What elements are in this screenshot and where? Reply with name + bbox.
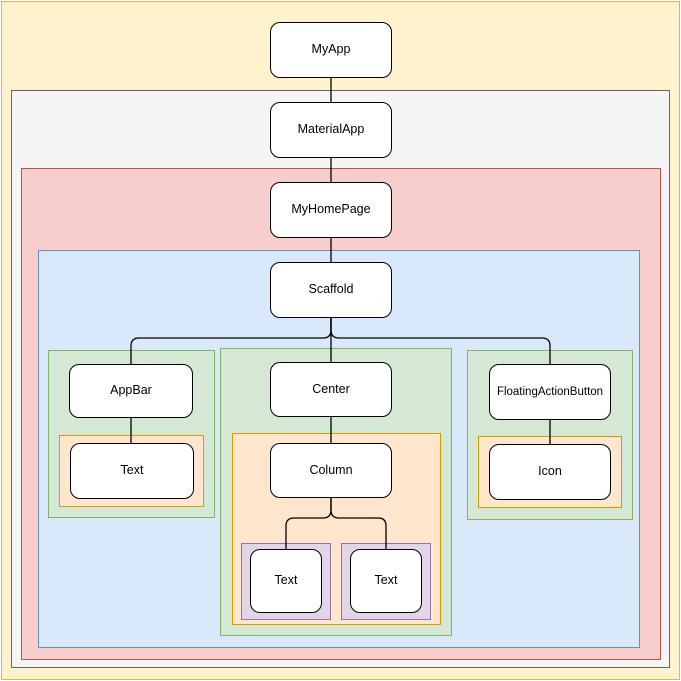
node-column-text-1[interactable]: Text xyxy=(250,549,322,613)
node-column-text-2[interactable]: Text xyxy=(350,549,422,613)
node-floatingactionbutton[interactable]: FloatingActionButton xyxy=(489,364,611,420)
node-myapp[interactable]: MyApp xyxy=(270,22,392,78)
node-appbar[interactable]: AppBar xyxy=(69,364,193,418)
node-materialapp[interactable]: MaterialApp xyxy=(270,102,392,158)
node-appbar-text[interactable]: Text xyxy=(70,443,194,499)
node-fab-icon[interactable]: Icon xyxy=(489,444,611,500)
node-scaffold[interactable]: Scaffold xyxy=(270,262,392,318)
node-column[interactable]: Column xyxy=(270,443,392,498)
node-center[interactable]: Center xyxy=(270,362,392,417)
node-myhomepage[interactable]: MyHomePage xyxy=(270,182,392,238)
